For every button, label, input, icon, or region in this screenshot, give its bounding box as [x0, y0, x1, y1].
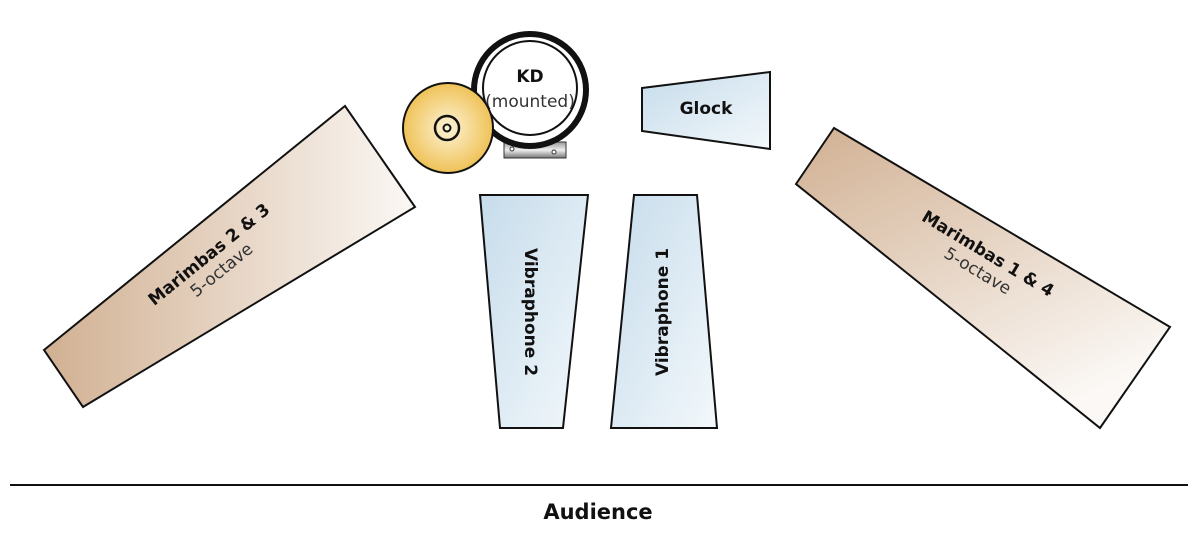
vibraphone-1-label: Vibraphone 1 — [653, 248, 673, 376]
kick-drum-label: KD — [516, 67, 543, 87]
vibraphone-2: Vibraphone 2 — [478, 194, 590, 429]
cymbal — [402, 82, 494, 174]
glock-label: Glock — [680, 99, 734, 119]
kick-drum-sublabel: (mounted) — [485, 92, 575, 112]
kick-drum: KD (mounted) — [471, 31, 589, 159]
marimbas-right: Marimbas 1 & 4 5-octave — [794, 126, 1172, 430]
audience-label: Audience — [543, 500, 652, 524]
glock: Glock — [641, 70, 771, 151]
vibraphone-2-label: Vibraphone 2 — [520, 248, 540, 376]
marimbas-left: Marimbas 2 & 3 5-octave — [42, 104, 417, 409]
vibraphone-1: Vibraphone 1 — [609, 194, 719, 429]
